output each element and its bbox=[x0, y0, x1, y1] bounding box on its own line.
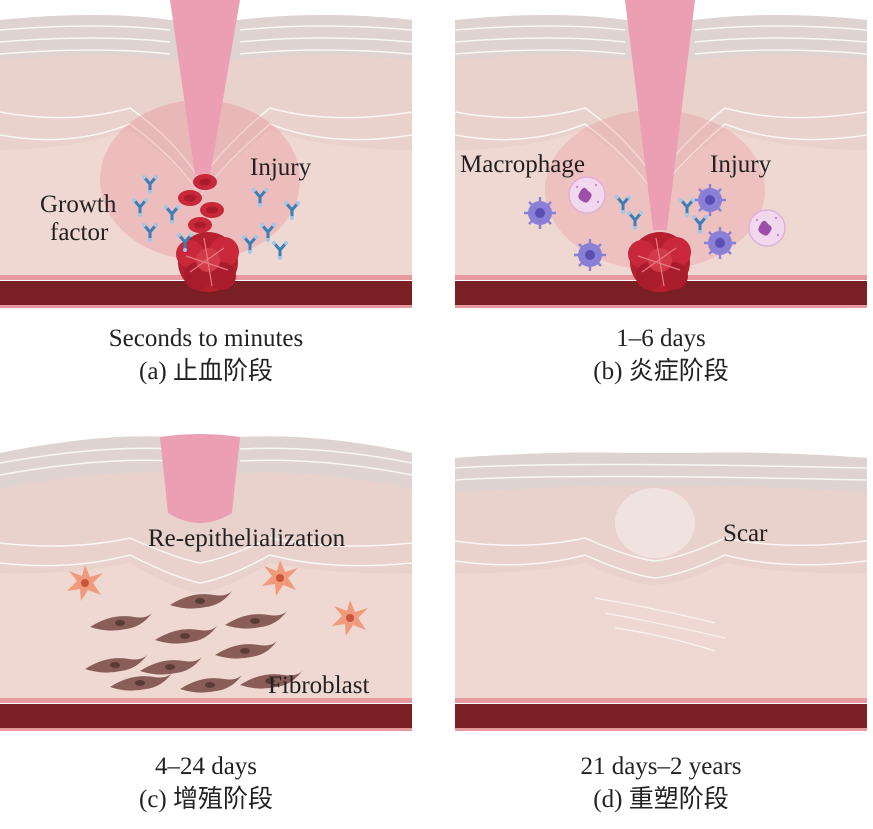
caption-c: 4–24 days (c) 增殖阶段 bbox=[0, 750, 412, 816]
stage-label: (c) 增殖阶段 bbox=[139, 786, 273, 813]
panel-proliferation: Re-epithelialization Fibroblast bbox=[0, 423, 412, 733]
caption-b: 1–6 days (b) 炎症阶段 bbox=[455, 322, 867, 388]
time-label: 4–24 days bbox=[154, 753, 258, 780]
time-label: Seconds to minutes bbox=[108, 325, 304, 352]
time-label: 21 days–2 years bbox=[580, 753, 742, 780]
caption-d: 21 days–2 years (d) 重塑阶段 bbox=[455, 750, 867, 816]
blood-vessel bbox=[0, 704, 412, 728]
label-reepithelialization: Re-epithelialization bbox=[148, 525, 346, 552]
panel-hemostasis: Injury Growth factor bbox=[0, 0, 412, 310]
label-fibroblast: Fibroblast bbox=[268, 672, 369, 699]
caption-a: Seconds to minutes (a) 止血阶段 bbox=[0, 322, 412, 388]
label-growth-factor-2: factor bbox=[50, 219, 109, 246]
proliferation-diagram: Re-epithelialization Fibroblast bbox=[0, 423, 412, 733]
panel-inflammation: Macrophage Injury bbox=[455, 0, 867, 310]
time-label: 1–6 days bbox=[616, 325, 706, 352]
inflammation-diagram: Macrophage Injury bbox=[455, 0, 867, 310]
stage-label: (d) 重塑阶段 bbox=[593, 786, 729, 813]
blood-vessel bbox=[455, 704, 867, 728]
stage-label: (a) 止血阶段 bbox=[139, 358, 273, 385]
panel-remodeling: Scar bbox=[455, 423, 867, 733]
remodeling-diagram: Scar bbox=[455, 423, 867, 733]
neutrophil-cell bbox=[568, 176, 606, 214]
hemostasis-diagram: Injury Growth factor bbox=[0, 0, 412, 310]
stage-label: (b) 炎症阶段 bbox=[593, 358, 729, 385]
wound-gap bbox=[160, 434, 240, 523]
wound-gap bbox=[625, 0, 695, 230]
label-injury: Injury bbox=[710, 151, 772, 178]
label-growth-factor-1: Growth bbox=[40, 191, 117, 218]
label-macrophage: Macrophage bbox=[460, 151, 585, 178]
label-scar: Scar bbox=[723, 520, 768, 547]
wound-gap bbox=[170, 0, 240, 175]
scar-tissue bbox=[615, 488, 695, 558]
label-injury: Injury bbox=[250, 154, 312, 181]
